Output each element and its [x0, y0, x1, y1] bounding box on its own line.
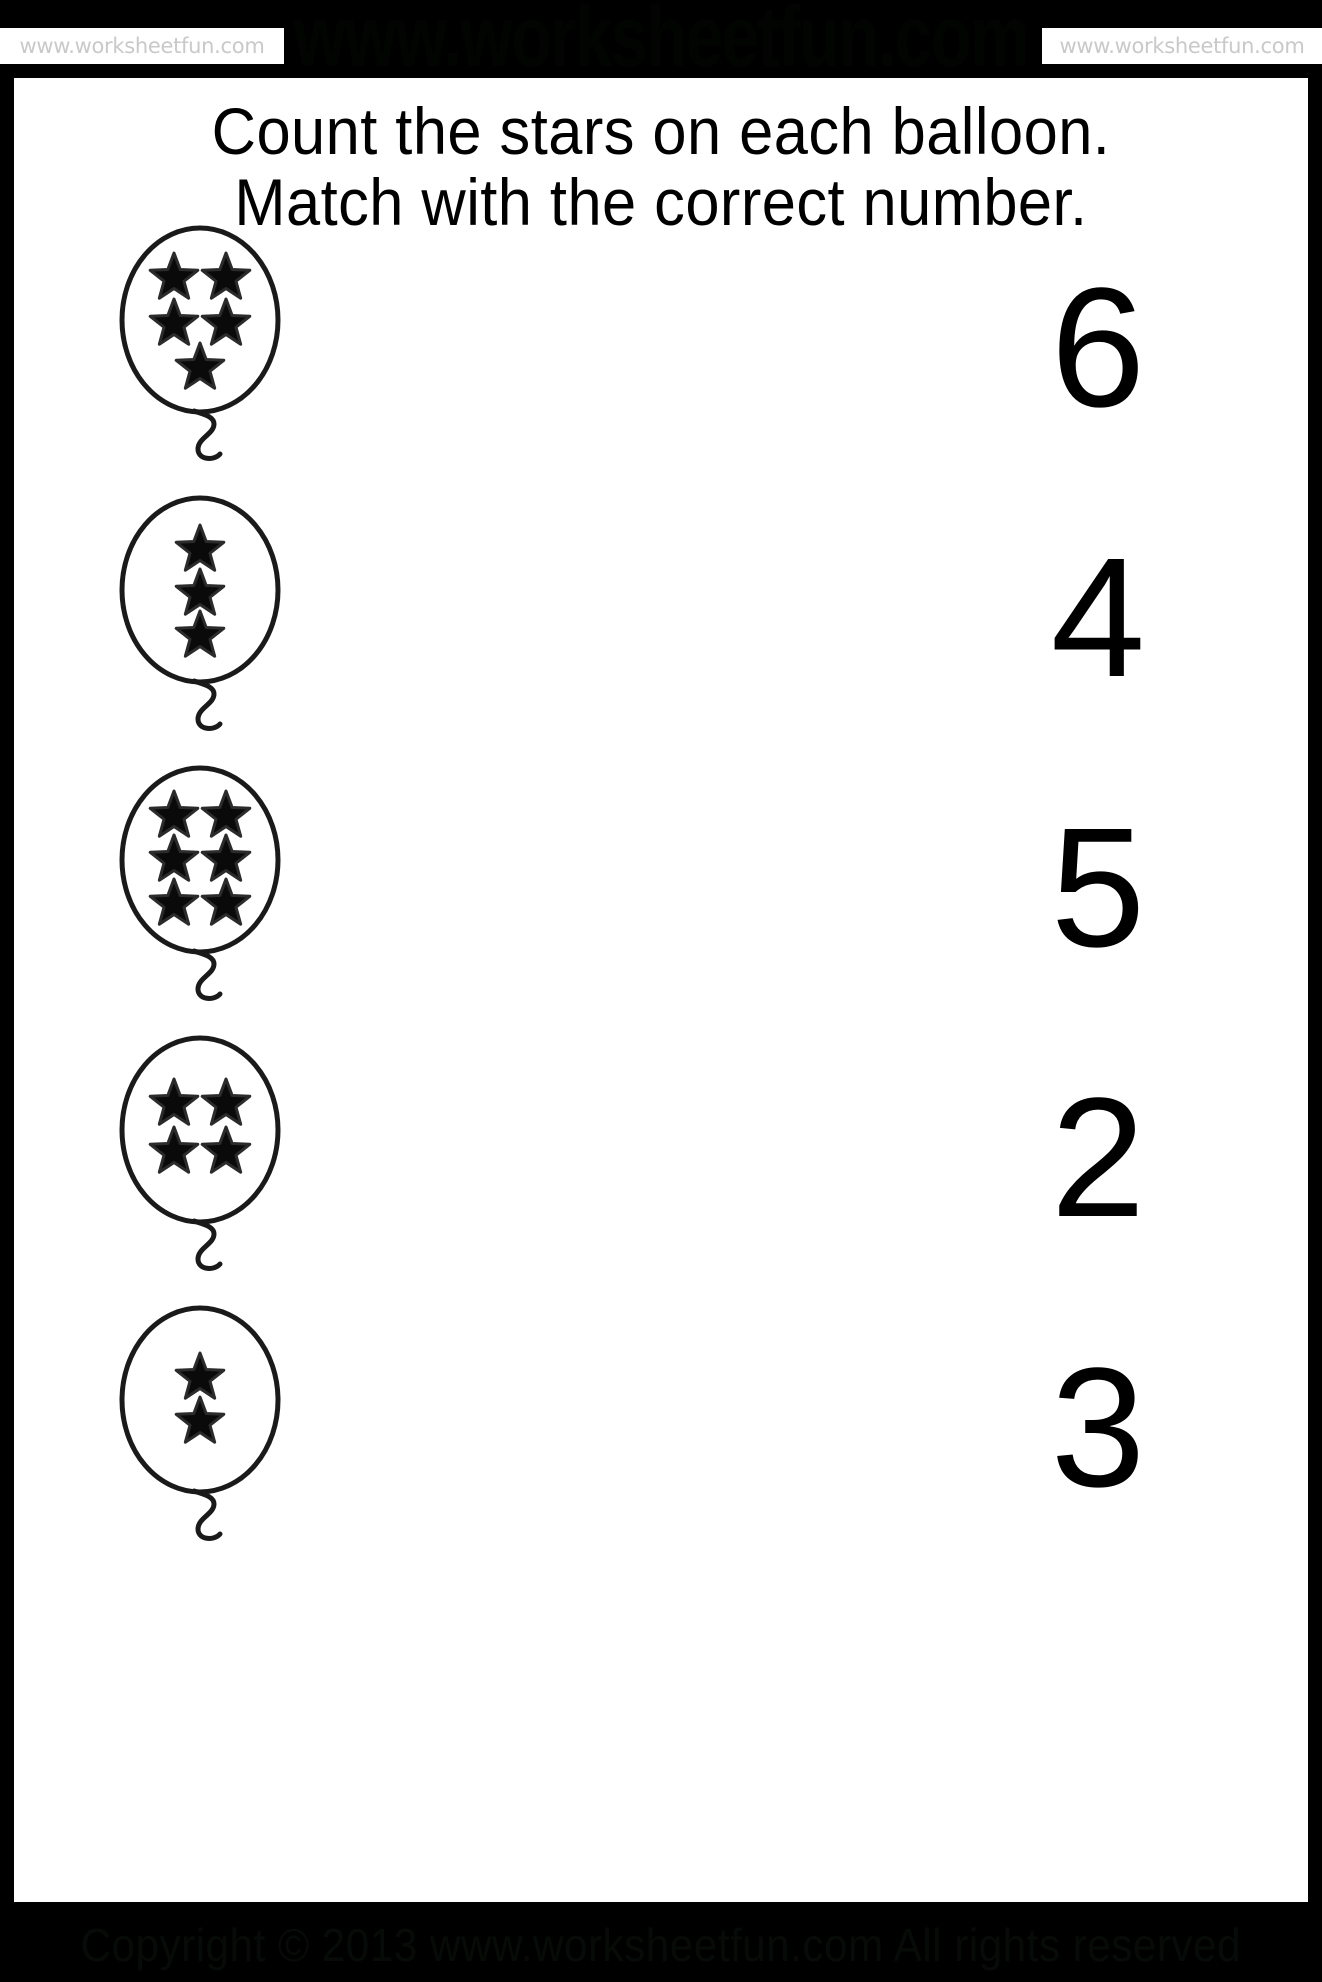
balloon-shape: [119, 495, 281, 731]
header-watermark-band: www.worksheetfun.com www.worksheetfun.co…: [0, 0, 1322, 80]
exercise-row[interactable]: 2: [14, 1018, 1308, 1298]
number-choice[interactable]: 3: [1050, 1333, 1146, 1523]
balloon-string: [191, 408, 223, 461]
exercise-row[interactable]: 6: [14, 208, 1308, 488]
watermark-center: www.worksheetfun.com: [293, 0, 1030, 85]
number-choice[interactable]: 4: [1050, 523, 1146, 713]
footer-copyright-bar: Copyright © 2013 www.worksheetfun.com Al…: [0, 1908, 1322, 1982]
star-icon: [148, 251, 200, 300]
balloon-body: [119, 1035, 281, 1225]
copyright-text: Copyright © 2013 www.worksheetfun.com Al…: [80, 1919, 1242, 1971]
balloon-string: [191, 678, 223, 731]
exercise-row[interactable]: 3: [14, 1288, 1308, 1568]
balloon-with-stars[interactable]: [110, 1288, 290, 1568]
number-choice[interactable]: 5: [1050, 793, 1146, 983]
page-title: Count the stars on each balloon. Match w…: [14, 94, 1308, 240]
star-icon: [200, 833, 252, 882]
star-icon: [174, 609, 226, 658]
star-icon: [174, 523, 226, 572]
balloon-shape: [119, 765, 281, 1001]
balloon-shape: [119, 1035, 281, 1271]
star-icon: [174, 341, 226, 390]
star-icon: [200, 1125, 252, 1174]
number-choice[interactable]: 2: [1050, 1063, 1146, 1253]
balloon-shape: [119, 225, 281, 461]
number-choice[interactable]: 6: [1050, 253, 1146, 443]
balloon-string: [191, 948, 223, 1001]
balloon-with-stars[interactable]: [110, 478, 290, 758]
star-icon: [148, 1077, 200, 1126]
star-icon: [174, 1395, 226, 1444]
exercise-row[interactable]: 4: [14, 478, 1308, 758]
balloon-with-stars[interactable]: [110, 748, 290, 1028]
star-icon: [200, 297, 252, 346]
star-icon: [200, 251, 252, 300]
title-line-1: Count the stars on each balloon.: [211, 94, 1111, 168]
star-icon: [200, 789, 252, 838]
balloon-body: [119, 765, 281, 955]
star-icon: [200, 1077, 252, 1126]
star-icon: [174, 1351, 226, 1400]
watermark-left-text: www.worksheetfun.com: [19, 34, 265, 58]
balloon-shape: [119, 1305, 281, 1541]
watermark-right-text: www.worksheetfun.com: [1059, 34, 1305, 58]
balloon-with-stars[interactable]: [110, 208, 290, 488]
star-icon: [148, 297, 200, 346]
star-icon: [148, 877, 200, 926]
balloon-string: [191, 1218, 223, 1271]
worksheet-card: Count the stars on each balloon. Match w…: [8, 72, 1314, 1908]
watermark-left: www.worksheetfun.com: [0, 28, 284, 64]
exercise-row[interactable]: 5: [14, 748, 1308, 1028]
star-icon: [200, 877, 252, 926]
star-icon: [148, 1125, 200, 1174]
star-icon: [148, 789, 200, 838]
balloon-string: [191, 1488, 223, 1541]
star-icon: [174, 567, 226, 616]
watermark-right: www.worksheetfun.com: [1042, 28, 1322, 64]
balloon-with-stars[interactable]: [110, 1018, 290, 1298]
balloon-body: [119, 225, 281, 415]
title-line-2: Match with the correct number.: [234, 165, 1088, 240]
star-icon: [148, 833, 200, 882]
